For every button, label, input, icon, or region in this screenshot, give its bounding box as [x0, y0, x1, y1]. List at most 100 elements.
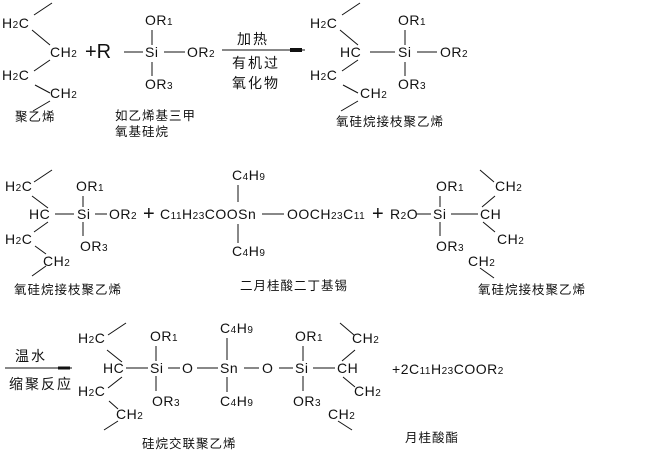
or1-group: OR1	[436, 178, 464, 194]
grafted-pe-left: H2C HC Si OR2 OR1 OR3 H2C CH2	[5, 169, 137, 277]
ch2-group: CH2	[468, 253, 495, 269]
ch2-group: CH2	[116, 406, 143, 422]
or3-group: OR3	[436, 238, 464, 254]
sn-atom: Sn	[220, 360, 238, 376]
ch2-group: CH2	[50, 44, 77, 60]
or3-group: OR3	[293, 393, 321, 409]
hc-group: HC	[340, 44, 361, 60]
label-polyethylene: 聚乙烯	[15, 109, 56, 124]
laurate-sn-group: C11H23COOSn	[160, 206, 256, 222]
plus-r: +R	[85, 41, 111, 63]
label-silane-1: 如乙烯基三甲	[115, 108, 196, 123]
r2o-group: R2O	[390, 206, 418, 222]
chain-bond	[33, 221, 49, 233]
si-atom: Si	[150, 360, 163, 376]
chain-bond	[34, 84, 51, 94]
chain-bond	[341, 349, 356, 362]
butyl-group: C4H9	[232, 167, 265, 183]
label-grafted-pe-left: 氧硅烷接枝聚乙烯	[14, 282, 122, 297]
ch-group: CH	[480, 206, 501, 222]
chain-bond	[108, 400, 119, 410]
chain-bond	[33, 169, 53, 183]
label-laurate-ester: 月桂酸酯	[405, 430, 459, 445]
chain-bond	[107, 376, 123, 389]
label-tin-catalyst: 二月桂酸二丁基锡	[240, 278, 348, 293]
ch2-group: CH2	[497, 231, 524, 247]
or3-group: OR3	[145, 76, 173, 92]
chain-bond	[481, 195, 496, 208]
butyl-group: C4H9	[220, 320, 253, 336]
chain-bond	[34, 245, 47, 255]
o-atom: O	[182, 360, 193, 376]
si-atom: Si	[398, 44, 411, 60]
silane: Si OR2 OR1 OR3	[124, 12, 215, 92]
chain-bond	[103, 420, 119, 431]
chain-bond	[107, 322, 127, 336]
condition-peroxide-1: 有机过	[232, 56, 280, 72]
laurate-group: OOCH23C11	[287, 206, 365, 222]
or2-group: OR2	[440, 44, 468, 60]
condition-warm-water: 温水	[15, 349, 47, 365]
ch2-group: CH2	[495, 178, 522, 194]
or2-group: OR2	[109, 206, 137, 222]
chain-bond	[479, 169, 495, 183]
chain-bond	[482, 221, 496, 233]
or1-group: OR1	[76, 178, 104, 194]
reaction-arrow-1: 加热 有机过 氧化物	[222, 32, 305, 92]
chain-bond	[31, 265, 47, 277]
dibutyltin-dilaurate: C11H23COOSn C4H9 C4H9 OOCH23C11	[160, 167, 365, 259]
byproduct-formula: +2C11H23COOR2	[392, 361, 504, 377]
chain-bond	[31, 195, 49, 209]
chain-bond	[31, 29, 51, 46]
crosslinked-pe: H2C HC Si OR1 OR3 H2C CH2 O Sn C4H9 C4H9…	[78, 320, 381, 431]
ch-group: CH	[337, 360, 358, 376]
h2c-group: H2C	[78, 383, 105, 399]
label-grafted-pe-right: 氧硅烷接枝聚乙烯	[478, 282, 586, 297]
h2c-group: H2C	[5, 231, 32, 247]
or1-group: OR1	[150, 328, 178, 344]
ch2-group: CH2	[354, 383, 381, 399]
or1-group: OR1	[145, 12, 173, 28]
condition-heat: 加热	[237, 32, 269, 48]
grafted-pe-product: H2C HC Si OR2 OR1 OR3 H2C CH2	[310, 2, 468, 112]
or3-group: OR3	[152, 393, 180, 409]
chain-bond	[479, 267, 495, 279]
label-crosslinked-pe: 硅烷交联聚乙烯	[142, 436, 237, 451]
chain-bond	[341, 59, 359, 72]
h2c-group: H2C	[310, 67, 337, 83]
hc-group: HC	[29, 206, 50, 222]
condition-peroxide-2: 氧化物	[232, 76, 280, 92]
ch2-group: CH2	[43, 253, 70, 269]
chain-bond	[337, 420, 353, 431]
chain-bond	[339, 322, 355, 336]
ch2-group: CH2	[352, 330, 379, 346]
chain-bond	[33, 2, 53, 16]
ch2-group: CH2	[360, 85, 387, 101]
chain-bond	[106, 349, 123, 363]
plus-sign: +	[143, 203, 155, 225]
o-atom: O	[262, 360, 273, 376]
butyl-group: C4H9	[232, 243, 265, 259]
chain-bond	[32, 100, 51, 112]
butyl-group: C4H9	[220, 393, 253, 409]
h2c-group: H2C	[5, 178, 32, 194]
or3-group: OR3	[398, 76, 426, 92]
plus-sign: +	[372, 203, 384, 225]
h2c-group: H2C	[78, 330, 105, 346]
chain-bond	[342, 84, 359, 94]
polyethylene: H2C CH2 H2C CH2	[2, 2, 77, 112]
or2-group: OR2	[187, 44, 215, 60]
or3-group: OR3	[80, 238, 108, 254]
h2c-group: H2C	[2, 67, 29, 83]
arrow-head	[290, 48, 302, 52]
chain-bond	[339, 29, 359, 46]
si-atom: Si	[433, 206, 446, 222]
si-atom: Si	[295, 360, 308, 376]
chain-bond	[340, 100, 359, 112]
or1-group: OR1	[398, 12, 426, 28]
condition-condensation: 缩聚反应	[9, 376, 73, 393]
arrow-head	[58, 366, 70, 370]
ch2-group: CH2	[50, 85, 77, 101]
chain-bond	[342, 376, 356, 388]
